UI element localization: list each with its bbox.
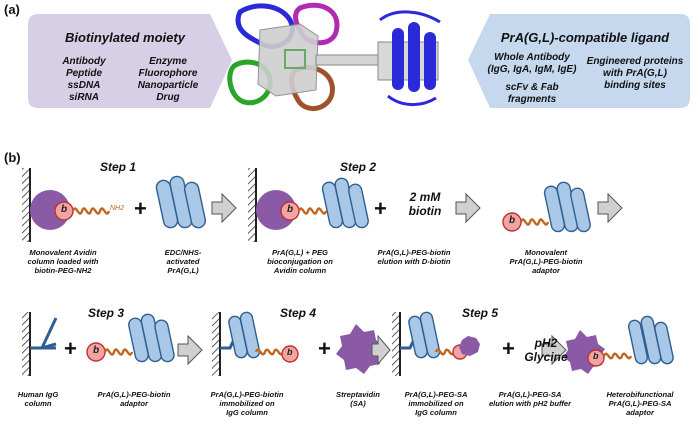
right-bubble-title: PrA(G,L)-compatible ligand — [500, 30, 670, 45]
plus-2: + — [374, 196, 387, 221]
biotin-label-3: b — [509, 215, 516, 226]
left-bubble-col1: Antibody Peptide ssDNA siRNA — [62, 56, 106, 103]
caption-6: Human IgG column — [17, 390, 59, 408]
plus-1: + — [134, 196, 147, 221]
protein-1 — [155, 175, 207, 229]
adaptor-step3 — [86, 313, 175, 363]
panel-a-bubbles — [28, 2, 690, 111]
plus-5: + — [502, 336, 515, 361]
heterobifunctional-adaptor — [563, 315, 674, 374]
biotin-reagent: 2 mM biotin — [408, 190, 442, 218]
streptavidin-shape — [336, 324, 384, 374]
caption-8: PrA(G,L)-PEG-biotin immobilized on IgG c… — [210, 390, 284, 417]
caption-9: Streptavidin (SA) — [336, 390, 380, 408]
igg-column-1 — [22, 312, 58, 376]
plus-3: + — [64, 336, 77, 361]
right-bubble-shape — [468, 14, 690, 108]
avidin-column-1 — [22, 168, 70, 242]
right-bubble-item1: Whole Antibody (IgG, IgA, IgM, IgE) — [487, 52, 577, 75]
left-bubble-shape — [28, 14, 232, 108]
biotin-peg-nh2 — [54, 201, 111, 221]
avidin-tetramer-illustration — [227, 2, 340, 111]
panel-b-label: (b) — [4, 150, 21, 165]
caption-4: PrA(G,L)-PEG-biotin elution with D-bioti… — [377, 248, 451, 266]
caption-2: EDC/NHS- activated PrA(G,L) — [164, 248, 202, 275]
arrow-1 — [211, 192, 237, 224]
panel-a-label: (a) — [4, 2, 20, 17]
nh2-label: NH2 — [110, 205, 125, 212]
caption-12: Heterobifunctional PrA(G,L)-PEG-SA adapt… — [606, 390, 674, 417]
biotin-label-2: b — [287, 204, 294, 215]
biotin-label-1: b — [61, 204, 68, 215]
step4-title: Step 4 — [280, 306, 317, 320]
caption-10: PrA(G,L)-PEG-SA immobilized on IgG colum… — [404, 390, 468, 417]
plus-4: + — [318, 336, 331, 361]
caption-5: Monovalent PrA(G,L)-PEG-biotin adaptor — [509, 248, 583, 275]
arrow-3 — [597, 192, 623, 224]
caption-11: PrA(G,L)-PEG-SA elution with pH2 buffer — [488, 390, 572, 408]
caption-1: Monovalent Avidin column loaded with bio… — [27, 248, 99, 275]
left-bubble-col2: Enzyme Fluorophore Nanoparticle Drug — [137, 56, 199, 103]
right-bubble-item2: scFv & Fab fragments — [505, 82, 559, 105]
right-bubble-item3: Engineered proteins with PrA(G,L) bindin… — [586, 56, 684, 91]
arrow-2 — [455, 192, 481, 224]
caption-7: PrA(G,L)-PEG-biotin adaptor — [97, 390, 171, 408]
avidin-column-2 — [248, 168, 369, 242]
biotin-label-4: b — [93, 345, 100, 356]
caption-3: PrA(G,L) + PEG bioconjugation on Avidin … — [267, 248, 333, 275]
glycine-reagent: pH2 Glycine — [524, 336, 568, 364]
biotin-label-5: b — [287, 347, 293, 357]
arrow-4 — [177, 334, 203, 366]
arrow-6 — [371, 334, 391, 366]
biotin-label-6: b — [593, 351, 599, 361]
igg-column-2 — [212, 311, 299, 376]
step2-title: Step 2 — [340, 160, 377, 174]
step3-title: Step 3 — [88, 306, 125, 320]
left-bubble-title: Biotinylated moiety — [65, 30, 185, 45]
step5-title: Step 5 — [462, 306, 499, 320]
step1-title: Step 1 — [100, 160, 137, 174]
igg-column-3 — [392, 311, 480, 376]
arrow-7 — [541, 334, 567, 366]
monovalent-adaptor — [502, 181, 591, 233]
protein-a-illustration — [379, 10, 441, 106]
